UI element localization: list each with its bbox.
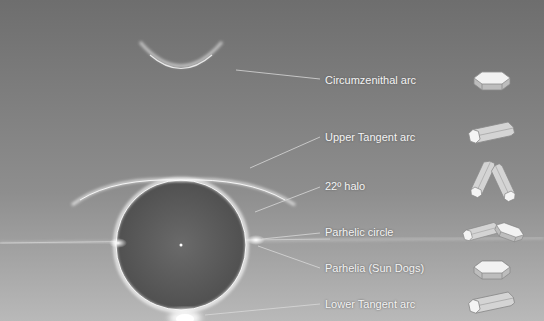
halo-label: Lower Tangent arc	[325, 297, 415, 311]
leader-lines	[205, 70, 320, 315]
halo-label: Parhelia (Sun Dogs)	[325, 261, 424, 275]
halo-label: Upper Tangent arc	[325, 130, 415, 144]
halo-label: Parhelic circle	[325, 225, 393, 239]
halo-label: 22º halo	[325, 179, 365, 193]
halo-label: Circumzenithal arc	[325, 73, 416, 87]
crystal-icons	[462, 72, 525, 314]
